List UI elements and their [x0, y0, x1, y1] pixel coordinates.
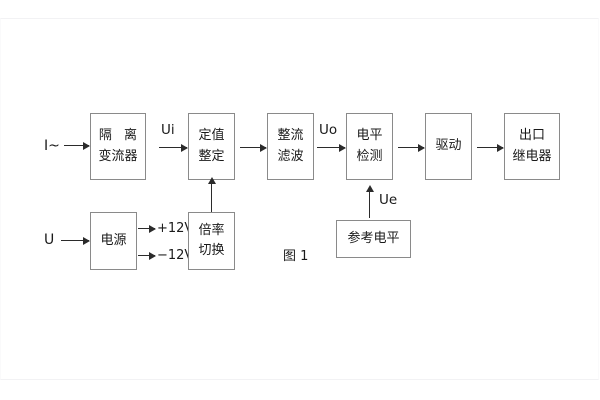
current-input-label: I~	[44, 138, 60, 154]
block-isolation-transformer[interactable]: 隔 离 变流器	[90, 113, 146, 180]
voltage-input-label: U	[44, 232, 55, 248]
rail-pos-label: +12V	[157, 221, 194, 236]
signal-ue-label: Ue	[379, 192, 398, 208]
arrow-voltage-to-power	[61, 236, 90, 245]
arrow-rail-neg	[138, 251, 156, 260]
block-output-relay[interactable]: 出口 继电器	[504, 113, 560, 180]
arrow-isolation-to-setting	[159, 143, 188, 152]
block-rectify-filter-line2: 滤波	[277, 148, 304, 164]
arrow-level-to-drive	[398, 143, 425, 152]
block-output-relay-line2: 继电器	[512, 148, 552, 164]
arrow-reference-to-level	[365, 185, 374, 218]
block-multiplier-switch-line2: 切换	[198, 243, 225, 258]
arrow-multiplier-to-setting	[207, 177, 216, 212]
block-drive[interactable]: 驱动	[425, 113, 472, 180]
figure-frame	[0, 18, 599, 380]
block-rectify-filter-line1: 整流	[277, 128, 304, 144]
block-level-detect[interactable]: 电平 检测	[346, 113, 393, 180]
block-multiplier-switch-line1: 倍率	[198, 222, 225, 238]
arrow-setting-to-rectify	[240, 143, 267, 152]
block-power-supply[interactable]: 电源	[90, 212, 137, 270]
block-reference-level-line1: 参考电平	[347, 230, 400, 246]
arrow-drive-to-relay	[477, 143, 504, 152]
signal-ui-label: Ui	[161, 122, 175, 138]
block-multiplier-switch[interactable]: 倍率 切换	[188, 212, 235, 270]
block-output-relay-line1: 出口	[518, 128, 545, 144]
arrow-rail-pos	[138, 224, 156, 233]
figure-caption: 图 1	[283, 249, 309, 264]
block-drive-line1: 驱动	[435, 138, 462, 154]
block-level-detect-line1: 电平	[356, 128, 383, 144]
block-power-supply-line1: 电源	[100, 232, 127, 248]
arrow-rectify-to-level	[317, 143, 346, 152]
arrow-current-to-isolation	[64, 141, 90, 150]
rail-neg-label: −12V	[157, 248, 194, 263]
block-rectify-filter[interactable]: 整流 滤波	[267, 113, 314, 180]
block-isolation-transformer-line2: 变流器	[98, 148, 138, 164]
block-level-detect-line2: 检测	[356, 148, 383, 164]
block-setting-adjust-line1: 定值	[198, 128, 225, 144]
block-setting-adjust[interactable]: 定值 整定	[188, 113, 235, 180]
block-reference-level[interactable]: 参考电平	[336, 220, 411, 258]
block-isolation-transformer-line1: 隔 离	[98, 128, 142, 144]
block-setting-adjust-line2: 整定	[198, 148, 225, 164]
signal-uo-label: Uo	[319, 122, 338, 138]
